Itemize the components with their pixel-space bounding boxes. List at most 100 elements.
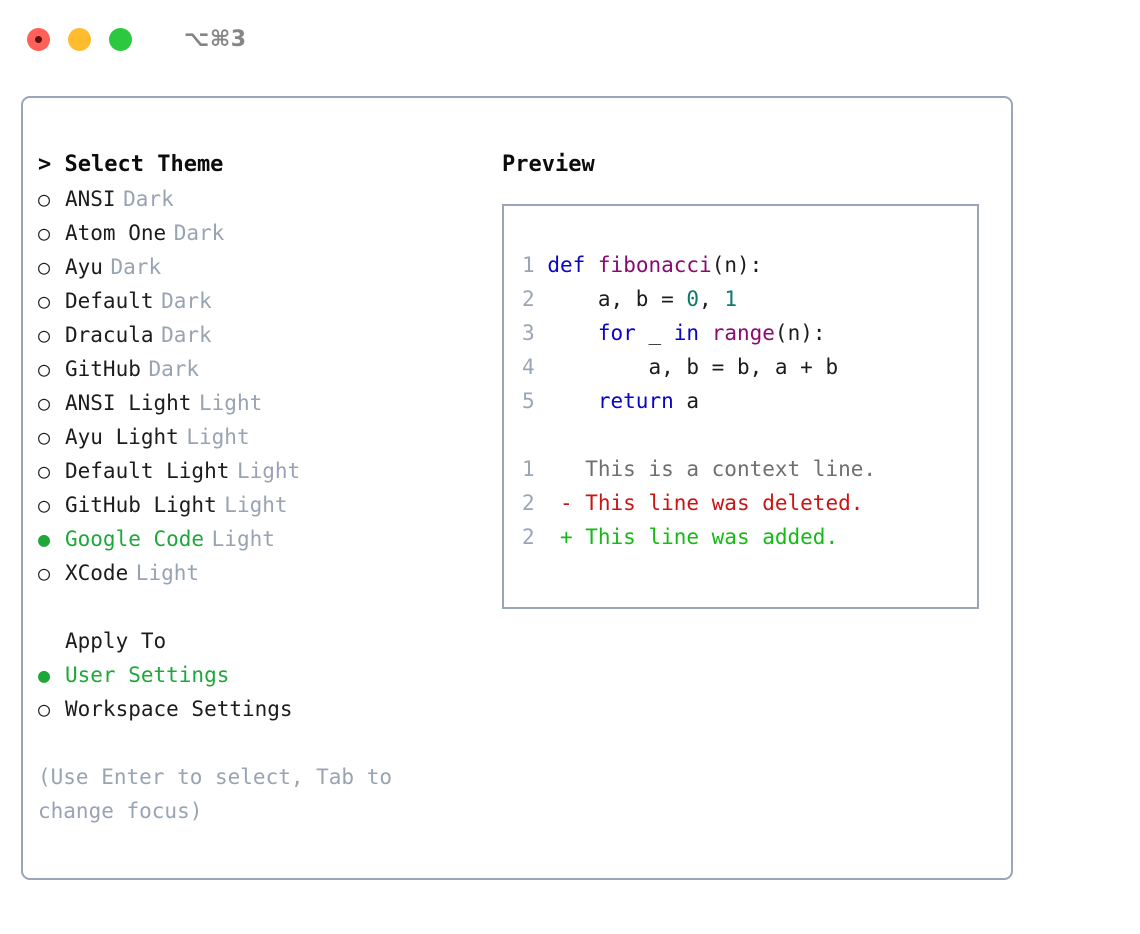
diff-line-number: 1 <box>522 457 535 481</box>
theme-option-variant-badge: Light <box>199 391 263 415</box>
theme-option-ansi[interactable]: ○ ANSI Dark <box>38 182 488 216</box>
code-token <box>699 321 712 345</box>
code-indent <box>535 287 598 311</box>
diff-sample: 1 This is a context line.2 - This line w… <box>522 452 977 554</box>
theme-option-label: ANSI Light <box>65 391 192 415</box>
apply-to-option-list: ● User Settings ○ Workspace Settings <box>38 658 488 726</box>
apply-to-option-workspace-settings[interactable]: ○ Workspace Settings <box>38 692 488 726</box>
code-token: range <box>711 321 775 345</box>
diff-sign: + <box>534 525 586 549</box>
close-button[interactable] <box>27 27 50 51</box>
radio-unselected-icon: ○ <box>38 459 51 483</box>
diff-line-del: 2 - This line was deleted. <box>522 486 977 520</box>
theme-option-ayu[interactable]: ○ Ayu Dark <box>38 250 488 284</box>
theme-option-label: Default Light <box>65 459 230 483</box>
code-line: 5 return a <box>522 384 977 418</box>
diff-line-text: This line was deleted. <box>585 491 864 515</box>
theme-option-label: Google Code <box>65 527 205 551</box>
code-token: _ <box>635 321 674 345</box>
theme-option-variant-badge: Dark <box>161 289 212 313</box>
diff-sign <box>535 457 586 481</box>
radio-unselected-icon: ○ <box>38 357 51 381</box>
code-token: def <box>547 253 586 277</box>
theme-option-variant-badge: Dark <box>173 221 225 245</box>
code-token: 1 <box>724 287 737 311</box>
radio-unselected-icon: ○ <box>38 255 51 279</box>
theme-option-dracula[interactable]: ○ Dracula Dark <box>38 318 488 352</box>
theme-option-variant-badge: Light <box>211 527 275 551</box>
radio-unselected-icon: ○ <box>38 561 51 585</box>
apply-to-option-user-settings[interactable]: ● User Settings <box>38 658 488 692</box>
theme-option-label: Ayu Light <box>65 425 179 449</box>
code-line: 2 a, b = 0, 1 <box>522 282 977 316</box>
radio-selected-icon: ● <box>38 527 51 551</box>
theme-option-label: Atom One <box>65 221 167 245</box>
code-line-number: 5 <box>522 389 535 413</box>
theme-option-variant-badge: Dark <box>161 323 212 347</box>
code-token <box>585 253 598 277</box>
code-line-number: 1 <box>522 253 535 277</box>
radio-selected-icon: ● <box>38 663 51 687</box>
theme-option-variant-badge: Light <box>135 561 200 585</box>
code-token: in <box>673 321 700 345</box>
theme-option-label: GitHub Light <box>65 493 217 517</box>
diff-sign: - <box>534 491 586 515</box>
theme-option-github[interactable]: ○ GitHub Dark <box>38 352 488 386</box>
theme-option-ansi-light[interactable]: ○ ANSI Light Light <box>38 386 488 420</box>
apply-to-heading: Apply To <box>65 629 167 653</box>
radio-unselected-icon: ○ <box>38 697 51 721</box>
maximize-button[interactable] <box>109 27 132 51</box>
theme-option-label: ANSI <box>65 187 116 211</box>
theme-option-default[interactable]: ○ Default Dark <box>38 284 488 318</box>
code-token: a, b = b, a + b <box>648 355 839 379</box>
radio-unselected-icon: ○ <box>38 187 51 211</box>
code-line: 3 for _ in range(n): <box>522 316 977 350</box>
theme-option-label: XCode <box>65 561 129 585</box>
diff-line-add: 2 + This line was added. <box>522 520 977 554</box>
code-line-number: 3 <box>522 321 535 345</box>
theme-option-label: Default <box>65 289 154 313</box>
theme-option-label: Ayu <box>65 255 103 279</box>
list-spacer <box>38 590 488 624</box>
code-token: a, b = <box>597 287 687 311</box>
code-token: return <box>597 389 674 413</box>
radio-unselected-icon: ○ <box>38 391 51 415</box>
code-indent <box>535 321 598 345</box>
minimize-button[interactable] <box>68 27 91 51</box>
code-line-number: 2 <box>522 287 535 311</box>
theme-option-variant-badge: Light <box>186 425 250 449</box>
diff-line-text: This is a context line. <box>585 457 877 481</box>
apply-to-option-label: User Settings <box>65 663 230 687</box>
theme-option-label: Dracula <box>65 323 154 347</box>
radio-unselected-icon: ○ <box>38 289 51 313</box>
window-titlebar: ⌥⌘3 <box>0 0 1140 78</box>
theme-option-variant-badge: Light <box>236 459 301 483</box>
theme-option-variant-badge: Dark <box>123 187 174 211</box>
code-token: (n): <box>774 321 826 345</box>
apply-to-option-label: Workspace Settings <box>65 697 293 721</box>
code-line-number: 4 <box>522 355 535 379</box>
theme-option-variant-badge: Dark <box>148 357 200 381</box>
radio-unselected-icon: ○ <box>38 221 51 245</box>
theme-option-variant-badge: Dark <box>110 255 162 279</box>
theme-option-label: GitHub <box>65 357 141 381</box>
keyboard-shortcut-label: ⌥⌘3 <box>184 26 247 52</box>
window-controls <box>27 27 132 51</box>
code-line: 1 def fibonacci(n): <box>522 248 977 282</box>
diff-line-text: This line was added. <box>585 525 839 549</box>
radio-unselected-icon: ○ <box>38 323 51 347</box>
code-indent <box>535 355 649 379</box>
preview-column: Preview 1 def fibonacci(n):2 a, b = 0, 1… <box>502 148 992 609</box>
code-token: a <box>673 389 700 413</box>
diff-line-ctx: 1 This is a context line. <box>522 452 977 486</box>
